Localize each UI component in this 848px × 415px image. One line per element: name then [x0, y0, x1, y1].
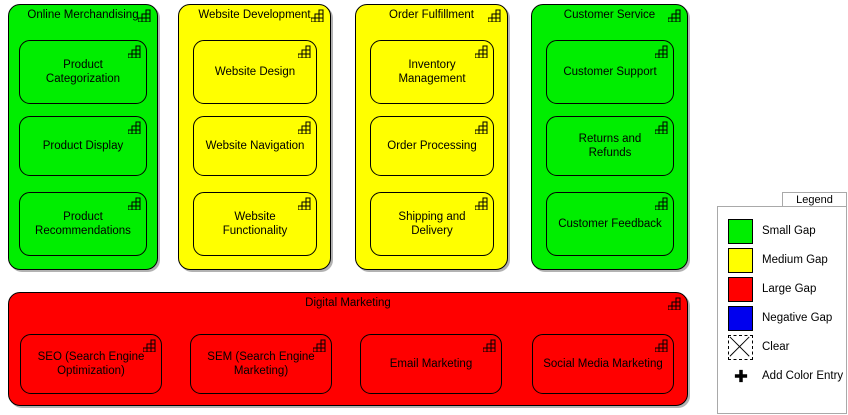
capability-item[interactable]: Shipping and Delivery — [370, 192, 494, 256]
capability-item-label: SEM (Search Engine Marketing) — [207, 351, 315, 377]
capability-icon — [654, 121, 668, 135]
capability-item[interactable]: Inventory Management — [370, 40, 494, 104]
capability-item-label: Product Display — [42, 140, 124, 152]
capability-icon — [474, 121, 488, 135]
capability-icon — [487, 9, 501, 23]
legend-swatch-clear[interactable] — [728, 334, 753, 360]
capability-item[interactable]: SEM (Search Engine Marketing) — [190, 334, 332, 394]
capability-icon — [667, 9, 681, 23]
capability-item[interactable]: Order Processing — [370, 116, 494, 176]
plus-icon — [728, 364, 753, 389]
add-color-entry-button[interactable]: Add Color Entry — [728, 362, 843, 390]
capability-item[interactable]: Product Display — [19, 116, 147, 176]
legend-entry-label: Large Gap — [762, 283, 817, 295]
group-title: Online Merchandising — [27, 9, 139, 21]
group-title: Digital Marketing — [305, 297, 391, 309]
capability-icon — [474, 45, 488, 59]
capability-icon — [654, 197, 668, 211]
capability-icon — [654, 45, 668, 59]
capability-item[interactable]: Customer Feedback — [546, 192, 674, 256]
capability-icon — [312, 339, 326, 353]
capability-icon — [310, 9, 324, 23]
capability-item-label: SEO (Search Engine Optimization) — [37, 351, 145, 377]
capability-item-label: Product Recommendations — [35, 211, 131, 237]
legend-entry-label: Medium Gap — [762, 254, 828, 266]
legend-entry[interactable]: Small Gap — [728, 217, 816, 245]
capability-item[interactable]: Website Functionality — [193, 192, 317, 256]
legend-swatch[interactable] — [728, 276, 753, 302]
capability-group-digital-marketing[interactable]: Digital Marketing — [8, 292, 688, 406]
capability-icon — [127, 121, 141, 135]
legend-entry-label: Negative Gap — [762, 312, 833, 324]
capability-item[interactable]: SEO (Search Engine Optimization) — [20, 334, 162, 394]
capability-item[interactable]: Customer Support — [546, 40, 674, 104]
capability-item[interactable]: Returns and Refunds — [546, 116, 674, 176]
add-color-entry-label: Add Color Entry — [762, 370, 844, 382]
capability-item[interactable]: Product Recommendations — [19, 192, 147, 256]
capability-item[interactable]: Website Design — [193, 40, 317, 104]
capability-icon — [127, 45, 141, 59]
capability-item-label: Inventory Management — [398, 59, 466, 85]
capability-icon — [482, 339, 496, 353]
capability-item-label: Order Processing — [387, 140, 477, 152]
group-title: Order Fulfillment — [389, 9, 474, 21]
legend-entry-label: Clear — [762, 341, 790, 353]
capability-item-label: Website Functionality — [222, 211, 288, 237]
capability-item-label: Email Marketing — [389, 358, 473, 370]
capability-icon — [137, 9, 151, 23]
capability-icon — [142, 339, 156, 353]
capability-icon — [127, 197, 141, 211]
group-title: Customer Service — [563, 9, 656, 21]
legend-swatch[interactable] — [728, 247, 753, 273]
capability-item[interactable]: Social Media Marketing — [532, 334, 674, 394]
legend-entry-label: Small Gap — [762, 225, 816, 237]
capability-item-label: Customer Support — [563, 66, 657, 78]
legend-swatch[interactable] — [728, 305, 753, 331]
capability-icon — [297, 45, 311, 59]
capability-item-label: Shipping and Delivery — [398, 211, 466, 237]
capability-item-label: Product Categorization — [45, 59, 121, 85]
capability-icon — [654, 339, 668, 353]
capability-icon — [667, 297, 681, 311]
capability-item-label: Returns and Refunds — [578, 133, 642, 159]
legend-entry[interactable]: Clear — [728, 333, 789, 361]
legend-entry[interactable]: Negative Gap — [728, 304, 832, 332]
capability-item-label: Website Design — [214, 66, 296, 78]
capability-item[interactable]: Product Categorization — [19, 40, 147, 104]
capability-icon — [474, 197, 488, 211]
group-title: Website Development — [198, 9, 311, 21]
capability-item[interactable]: Website Navigation — [193, 116, 317, 176]
capability-item[interactable]: Email Marketing — [360, 334, 502, 394]
capability-item-label: Website Navigation — [205, 140, 305, 152]
legend-swatch[interactable] — [728, 218, 753, 244]
capability-item-label: Customer Feedback — [558, 218, 662, 230]
legend-entry[interactable]: Medium Gap — [728, 246, 828, 274]
capability-icon — [297, 197, 311, 211]
legend-entry[interactable]: Large Gap — [728, 275, 816, 303]
capability-item-label: Social Media Marketing — [543, 358, 663, 370]
capability-icon — [297, 121, 311, 135]
